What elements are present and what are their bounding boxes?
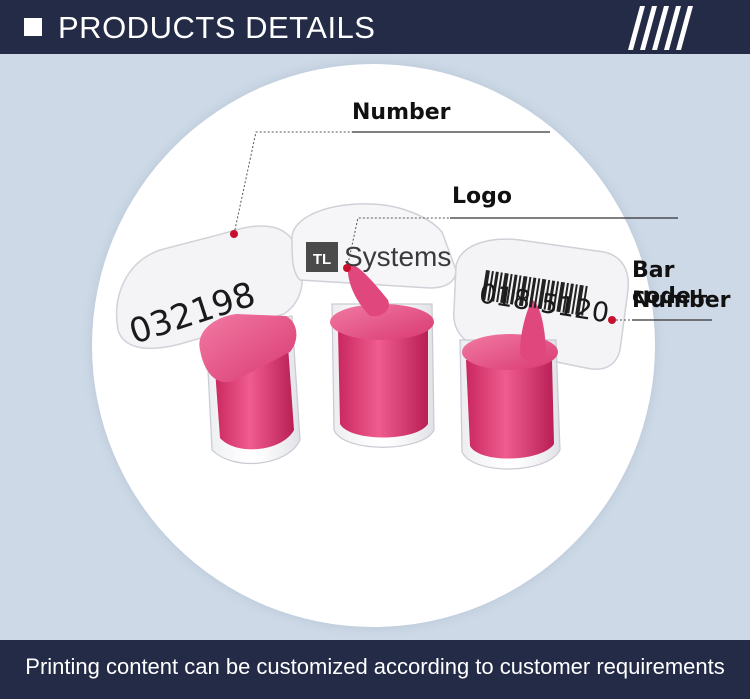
leader-lines: [230, 131, 712, 324]
label-number: Number: [352, 100, 451, 125]
header-bar: PRODUCTS DETAILS: [0, 0, 750, 54]
square-bullet-icon: [24, 18, 42, 36]
label-barcode-line1: Bar code+: [632, 258, 710, 309]
label-barcode-line2: Number: [632, 288, 731, 313]
footer-bar: Printing content can be customized accor…: [0, 640, 750, 699]
page-title: PRODUCTS DETAILS: [58, 10, 376, 45]
right-seal: 018 5120: [453, 238, 630, 470]
product-photo: 032198 TL Systems: [115, 131, 712, 470]
barcode-icon: [481, 270, 588, 316]
middle-seal: TL Systems: [291, 203, 457, 448]
logo-mark-icon: [306, 242, 338, 272]
logo-text: Systems: [344, 241, 451, 272]
left-seal: 032198: [115, 225, 304, 464]
footer-caption: Printing content can be customized accor…: [25, 654, 725, 679]
label-logo: Logo: [452, 184, 512, 209]
logo-mark-text: TL: [313, 251, 331, 268]
diagonal-stripes-icon: [628, 6, 693, 50]
